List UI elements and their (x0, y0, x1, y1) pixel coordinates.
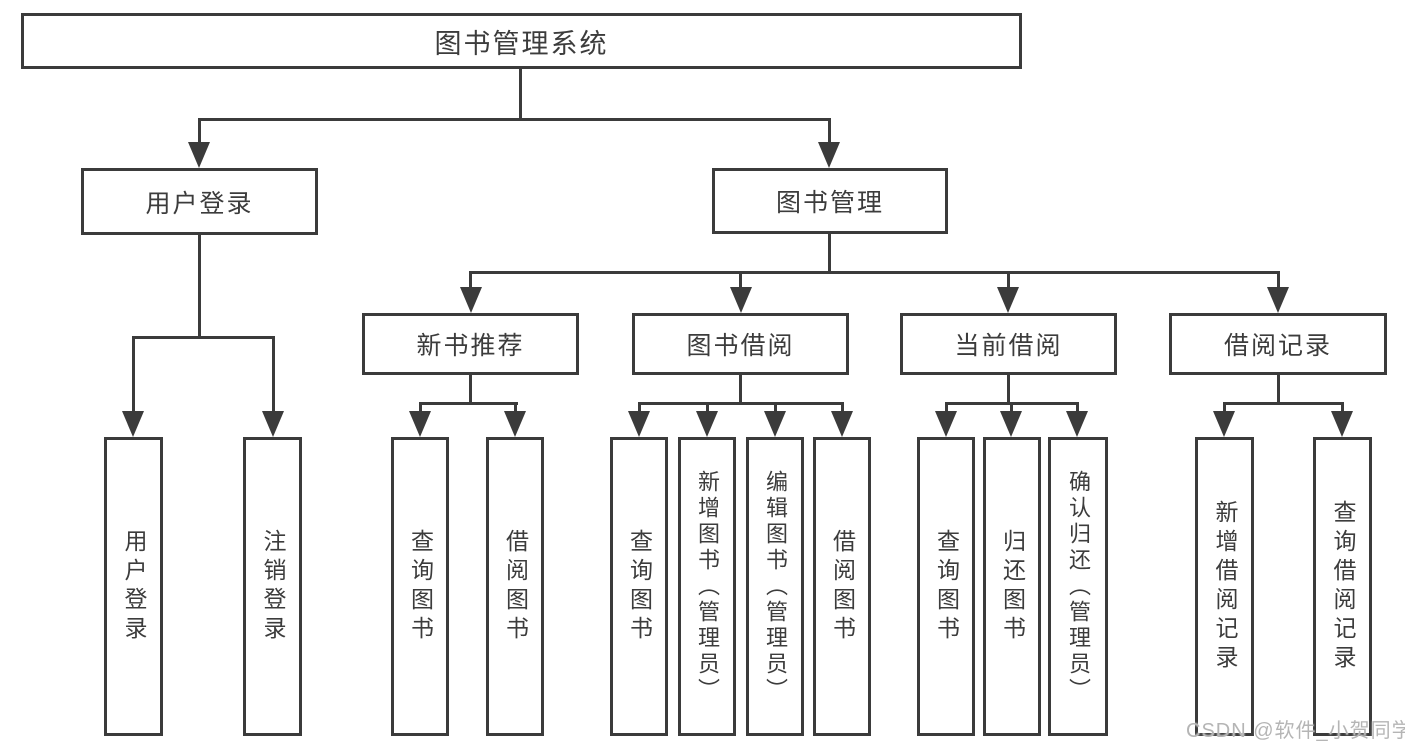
arrowhead-down-icon (1267, 287, 1289, 313)
leaf-query-books-1: 查询图书 (391, 437, 449, 736)
arrowhead-down-icon (935, 411, 957, 437)
node-label: 用户登录 (145, 189, 254, 218)
arrowhead-down-icon (1000, 411, 1022, 437)
node-borrow-records: 借阅记录 (1169, 313, 1387, 375)
node-label: 当前借阅 (954, 332, 1063, 360)
leaf-user-login: 用户登录 (104, 437, 163, 736)
connector-stem-leaf (1223, 402, 1226, 413)
connector-stem-new-books (469, 271, 472, 289)
node-library-management-system: 图书管理系统 (21, 13, 1022, 69)
connector-stem-leaf (1341, 402, 1344, 413)
node-book-management: 图书管理 (712, 168, 948, 234)
leaf-edit-book-admin: 编辑图书（管理员） (746, 437, 804, 736)
leaf-label: 用户登录 (121, 528, 147, 645)
arrowhead-down-icon (818, 142, 840, 168)
leaf-label: 新增图书（管理员） (695, 469, 720, 704)
node-label: 图书借阅 (686, 332, 795, 360)
leaf-return-book: 归还图书 (983, 437, 1041, 736)
leaf-label: 归还图书 (999, 528, 1026, 645)
connector-current-borrow-stem (1007, 375, 1010, 404)
connector-stem-leaf (706, 402, 709, 413)
node-label: 图书管理 (775, 189, 884, 217)
leaf-label: 注销登录 (260, 528, 286, 645)
arrowhead-down-icon (997, 287, 1019, 313)
node-user-login: 用户登录 (81, 168, 318, 235)
leaf-borrow-books-1: 借阅图书 (486, 437, 544, 736)
leaf-label: 编辑图书（管理员） (763, 469, 788, 704)
csdn-watermark: CSDN @软件_小贺同学 (1186, 720, 1405, 742)
connector-stem-current-borrow (1007, 271, 1010, 289)
connector-stem-login-leaf (132, 336, 135, 414)
leaf-add-book-admin: 新增图书（管理员） (678, 437, 736, 736)
connector-new-books-split (419, 402, 518, 405)
leaf-label: 确认归还（管理员） (1066, 469, 1091, 704)
node-label: 新书推荐 (416, 332, 525, 360)
leaf-label: 借阅图书 (502, 528, 529, 645)
connector-stem-leaf (419, 402, 422, 413)
arrowhead-down-icon (122, 411, 144, 437)
leaf-label: 新增借阅记录 (1212, 499, 1238, 674)
connector-stem-user-login (198, 118, 201, 146)
connector-stem-book-mgmt (828, 118, 831, 146)
connector-stem-logout-leaf (272, 336, 275, 414)
arrowhead-down-icon (1331, 411, 1353, 437)
node-current-borrowing: 当前借阅 (900, 313, 1117, 375)
connector-stem-leaf (774, 402, 777, 413)
arrowhead-down-icon (460, 287, 482, 313)
leaf-label: 借阅图书 (829, 528, 856, 645)
connector-borrow-records-stem (1277, 375, 1280, 404)
connector-book-mgmt-stem (828, 233, 831, 273)
arrowhead-down-icon (628, 411, 650, 437)
arrowhead-down-icon (262, 411, 284, 437)
leaf-query-borrow-record: 查询借阅记录 (1313, 437, 1372, 736)
connector-user-login-stem (198, 234, 201, 338)
leaf-label: 查询图书 (407, 528, 434, 645)
connector-stem-leaf (841, 402, 844, 413)
connector-stem-leaf (514, 402, 517, 413)
leaf-label: 查询图书 (933, 528, 960, 645)
leaf-query-books-2: 查询图书 (610, 437, 668, 736)
arrowhead-down-icon (1213, 411, 1235, 437)
connector-stem-book-borrow (739, 271, 742, 289)
leaf-borrow-books-2: 借阅图书 (813, 437, 871, 736)
arrowhead-down-icon (188, 142, 210, 168)
connector-stem-leaf (1076, 402, 1079, 413)
leaf-add-borrow-record: 新增借阅记录 (1195, 437, 1254, 736)
connector-book-borrow-stem (739, 375, 742, 404)
node-book-borrowing: 图书借阅 (632, 313, 849, 375)
node-label: 图书管理系统 (434, 28, 609, 59)
node-new-book-recommend: 新书推荐 (362, 313, 579, 375)
arrowhead-down-icon (1066, 411, 1088, 437)
arrowhead-down-icon (831, 411, 853, 437)
connector-root-stem (519, 69, 522, 118)
leaf-label: 查询借阅记录 (1330, 499, 1356, 674)
connector-user-login-split (132, 336, 275, 339)
connector-new-books-stem (469, 375, 472, 404)
connector-borrow-records-split (1223, 402, 1344, 405)
connector-stem-leaf (945, 402, 948, 413)
leaf-label: 查询图书 (626, 528, 653, 645)
connector-book-mgmt-split (469, 271, 1280, 274)
arrowhead-down-icon (696, 411, 718, 437)
connector-book-borrow-split (638, 402, 844, 405)
arrowhead-down-icon (764, 411, 786, 437)
connector-root-split (198, 118, 831, 121)
connector-stem-leaf (638, 402, 641, 413)
connector-stem-leaf (1010, 402, 1013, 413)
leaf-logout: 注销登录 (243, 437, 302, 736)
node-label: 借阅记录 (1223, 332, 1332, 360)
arrowhead-down-icon (730, 287, 752, 313)
arrowhead-down-icon (409, 411, 431, 437)
leaf-query-books-3: 查询图书 (917, 437, 975, 736)
leaf-confirm-return-admin: 确认归还（管理员） (1048, 437, 1108, 736)
arrowhead-down-icon (504, 411, 526, 437)
connector-stem-borrow-records (1277, 271, 1280, 289)
